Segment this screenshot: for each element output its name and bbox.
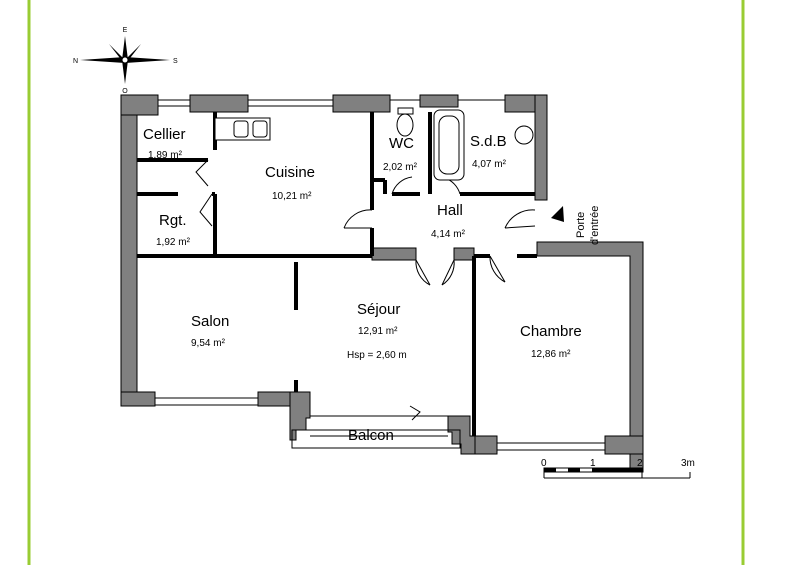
room-area-wc: 2,02 m² xyxy=(383,162,418,173)
room-name-sdb: S.d.B xyxy=(470,133,507,150)
room-area-rgt: 1,92 m² xyxy=(156,237,191,248)
fixtures xyxy=(214,107,534,181)
room-name-cuisine: Cuisine xyxy=(265,164,315,181)
room-name-salon: Salon xyxy=(191,313,229,330)
door-swings xyxy=(195,159,536,421)
room-name-chambre: Chambre xyxy=(520,323,582,340)
room-name-balcon: Balcon xyxy=(348,427,394,444)
compass-label-s: S xyxy=(173,58,178,65)
room-name-rgt: Rgt. xyxy=(159,212,187,229)
entrance-label-line2: d'entrée xyxy=(589,206,601,245)
scale-tick-2: 2 xyxy=(637,458,643,469)
room-area-sejour: 12,91 m² xyxy=(358,326,398,337)
scale-tick-0: 0 xyxy=(541,458,547,469)
exterior-walls xyxy=(120,94,644,473)
washbasin-icon xyxy=(514,125,534,145)
compass-rose-icon: N E S O xyxy=(73,27,178,95)
arrowhead-icon xyxy=(551,206,564,222)
room-area-cellier: 1,89 m² xyxy=(148,150,183,161)
interior-partitions xyxy=(137,112,537,436)
room-area-hall: 4,14 m² xyxy=(431,229,466,240)
toilet-icon xyxy=(396,113,414,137)
scale-tick-1: 1 xyxy=(590,458,596,469)
windows xyxy=(155,99,605,451)
room-name-cellier: Cellier xyxy=(143,126,186,143)
compass-label-n: N xyxy=(73,58,78,65)
balcony xyxy=(291,429,461,449)
scale-tick-3: 3m xyxy=(681,458,695,469)
room-name-wc: WC xyxy=(389,135,414,152)
compass-label-o: O xyxy=(122,88,128,95)
room-area-salon: 9,54 m² xyxy=(191,338,226,349)
room-note-sejour: Hsp = 2,60 m xyxy=(347,350,407,361)
compass-label-e: E xyxy=(123,27,128,34)
room-area-cuisine: 10,21 m² xyxy=(272,191,312,202)
scale-bar: 0 1 2 3m xyxy=(541,458,695,479)
entrance-label-line1: Porte xyxy=(575,212,587,238)
room-name-sejour: Séjour xyxy=(357,301,400,318)
room-name-hall: Hall xyxy=(437,202,463,219)
room-area-sdb: 4,07 m² xyxy=(472,159,507,170)
room-area-chambre: 12,86 m² xyxy=(531,349,571,360)
